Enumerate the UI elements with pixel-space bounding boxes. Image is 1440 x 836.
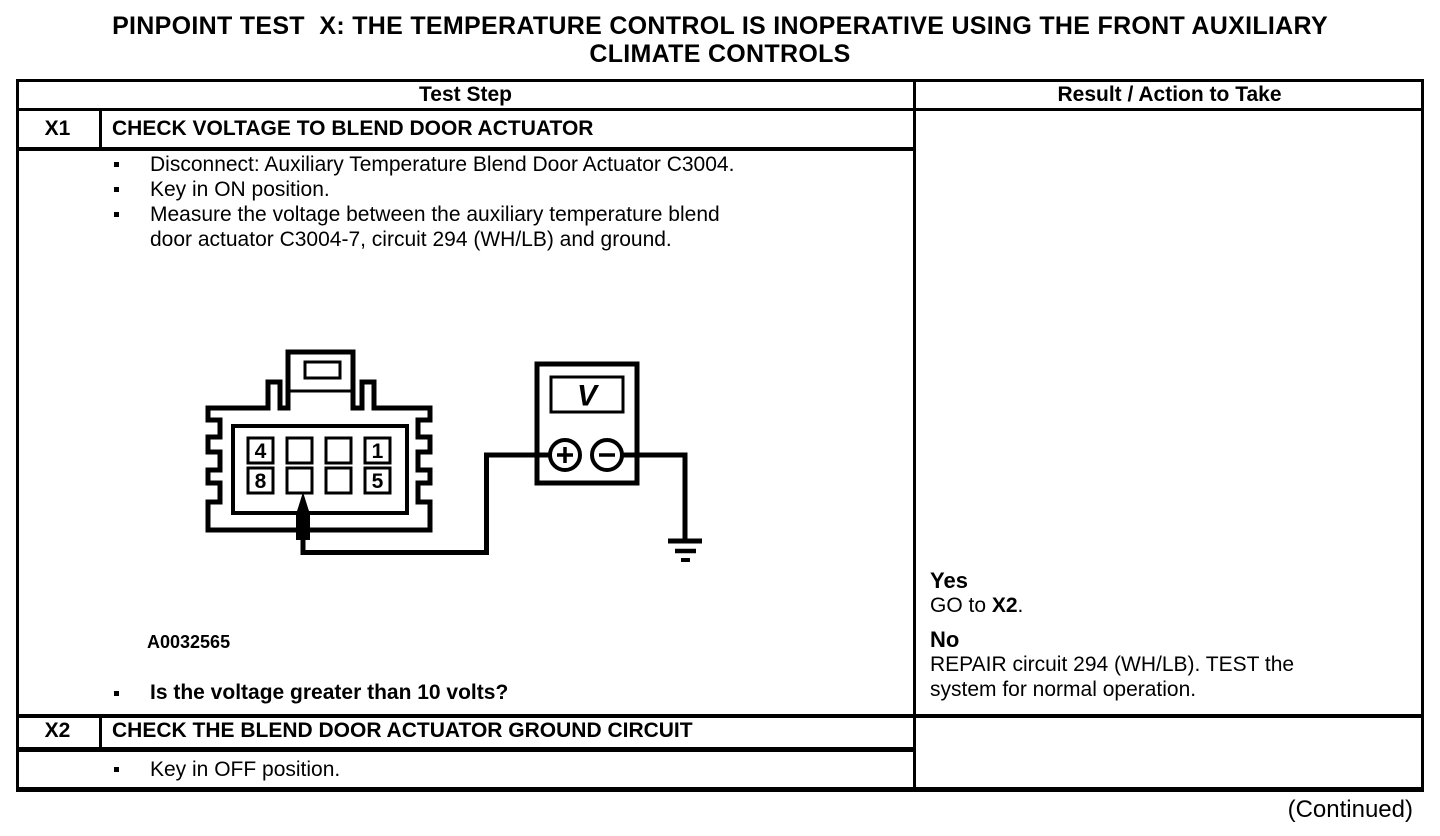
- test-probe: [296, 492, 310, 540]
- pin-label-8: 8: [255, 470, 267, 493]
- pin-cavity: [246, 466, 275, 495]
- bullet-marker: [114, 212, 119, 217]
- result-no-action-line-1: REPAIR circuit 294 (WH/LB). TEST the: [930, 653, 1295, 676]
- page-title-line-2: CLIMATE CONTROLS: [589, 40, 851, 68]
- x1-x2-separator: [16, 714, 1424, 718]
- pin-label-4: 4: [255, 440, 267, 463]
- x1-title-bottom-border: [16, 147, 915, 151]
- x1-bullet-2: Key in ON position.: [150, 178, 330, 201]
- header-bottom-border: [16, 108, 1424, 111]
- x2-title-bottom-border: [16, 747, 915, 752]
- yes-action-target: X2: [991, 594, 1018, 617]
- pin-cavity: [285, 466, 314, 495]
- voltmeter-display: [549, 375, 625, 414]
- bullet-marker: [114, 767, 119, 772]
- x2-step-id: X2: [44, 719, 71, 742]
- result-no-action-line-2: system for normal operation.: [930, 678, 1197, 701]
- negative-lead-wire: [620, 452, 688, 541]
- bullet-marker: [114, 162, 119, 167]
- wiring-diagram: 4 1 8 5 V: [205, 349, 702, 562]
- pin-cavity: [324, 466, 353, 495]
- pin-cavity: [285, 436, 314, 465]
- pin-label-5: 5: [372, 470, 384, 493]
- x2-bullet-1: Key in OFF position.: [150, 758, 341, 781]
- yes-action-suffix: .: [1017, 594, 1024, 617]
- pin-label-1: 1: [372, 440, 384, 463]
- column-header-result: Result / Action to Take: [1057, 83, 1282, 106]
- column-divider: [913, 79, 916, 792]
- pin-cavity: [324, 436, 353, 465]
- pin-cavity: [363, 466, 392, 495]
- x1-bullet-3-line-2: door actuator C3004-7, circuit 294 (WH/L…: [150, 228, 672, 251]
- positive-lead-wire: [300, 452, 552, 555]
- x1-bullet-1: Disconnect: Auxiliary Temperature Blend …: [150, 153, 735, 176]
- bullet-marker: [114, 187, 119, 192]
- continued-note: (Continued): [1287, 796, 1413, 823]
- pin-cavity: [246, 436, 275, 465]
- x1-id-divider: [99, 111, 102, 147]
- x1-step-id: X1: [44, 117, 71, 140]
- pin-cavity: [363, 436, 392, 465]
- latch-window: [303, 360, 342, 380]
- column-header-test-step: Test Step: [419, 83, 512, 106]
- yes-action-prefix: GO to: [930, 594, 992, 617]
- x1-question: Is the voltage greater than 10 volts?: [150, 681, 509, 704]
- x2-id-divider: [99, 718, 102, 747]
- voltmeter-display-label: V: [577, 380, 600, 413]
- result-no-label: No: [930, 627, 960, 652]
- x1-result-cell: Yes GO to X2. No REPAIR circuit 294 (WH/…: [930, 568, 1416, 702]
- result-yes-label: Yes: [930, 568, 968, 593]
- bullet-marker: [114, 691, 119, 696]
- result-yes-action: GO to X2.: [930, 593, 1416, 618]
- page-title-line-1: PINPOINT TEST X: THE TEMPERATURE CONTROL…: [112, 12, 1328, 40]
- x1-bullet-3-line-1: Measure the voltage between the auxiliar…: [150, 203, 720, 226]
- x1-step-title: CHECK VOLTAGE TO BLEND DOOR ACTUATOR: [112, 117, 594, 140]
- ground-icon: [668, 538, 702, 562]
- table-outer-border: [16, 79, 1424, 792]
- figure-id: A0032565: [147, 632, 231, 652]
- x2-step-title: CHECK THE BLEND DOOR ACTUATOR GROUND CIR…: [112, 719, 693, 742]
